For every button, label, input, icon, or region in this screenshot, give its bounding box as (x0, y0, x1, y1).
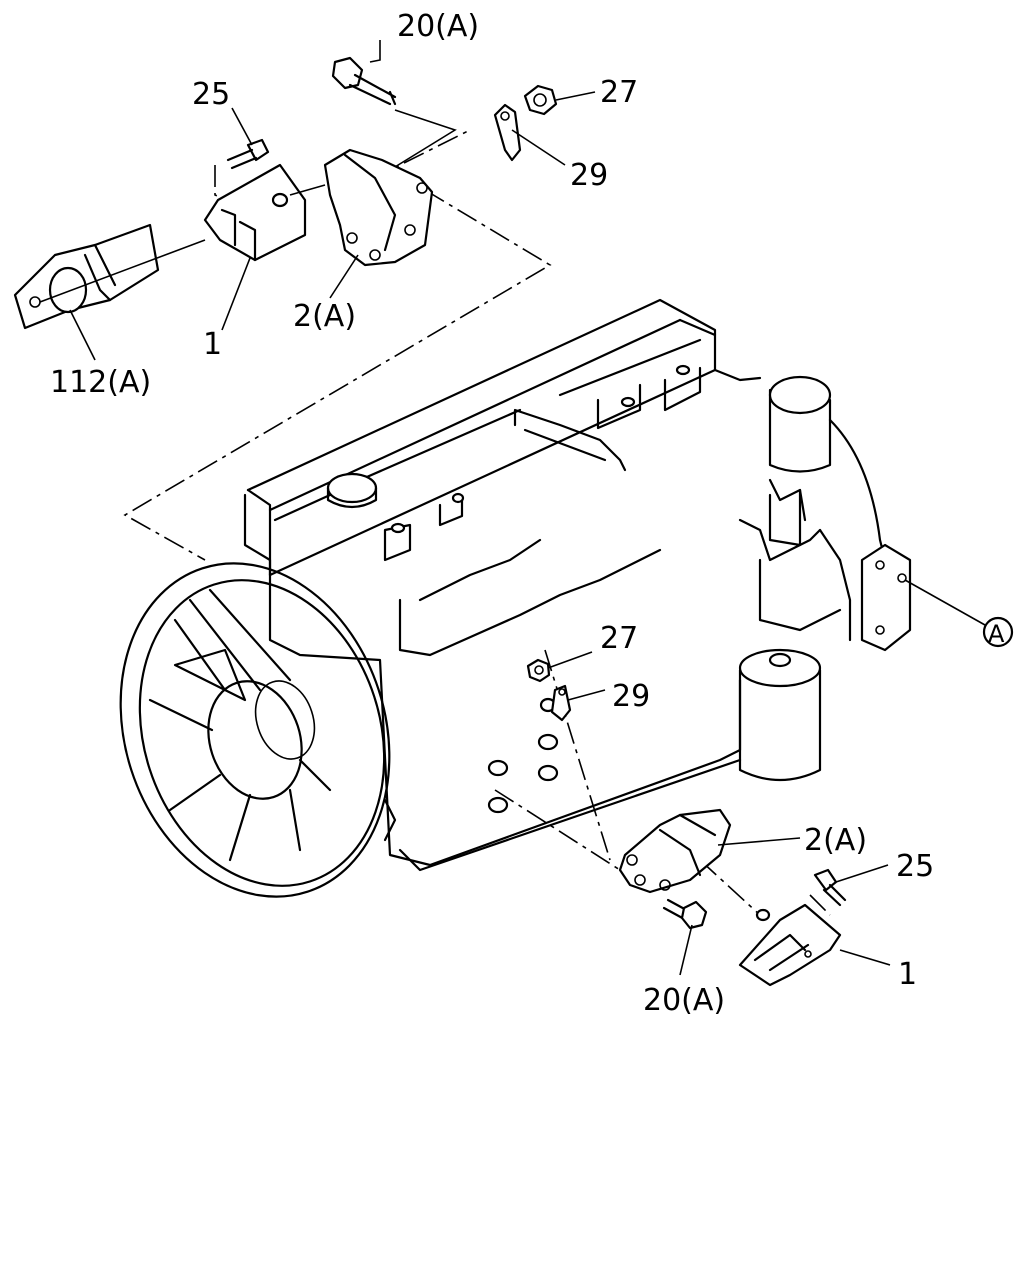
callout-strap-29-mid: 29 (612, 679, 650, 714)
mount-1-bottom (738, 903, 842, 987)
callout-ref-a: A (988, 620, 1005, 648)
bolt-20a-bottom (662, 898, 708, 930)
assembly-guide-lines (123, 109, 831, 916)
leader-mount (289, 184, 326, 196)
bolt-25-bottom (813, 868, 847, 907)
callout-bracket-2a-top: 2(A) (293, 299, 356, 334)
callout-bolt-25-bottom: 25 (896, 849, 934, 884)
mount-1-top (203, 163, 307, 262)
strap-29-mid (550, 684, 572, 722)
plate-112a (13, 223, 160, 330)
bracket-2a-top (323, 148, 434, 267)
nut-27-top (523, 84, 558, 116)
callout-bolt-20a-top: 20(A) (397, 9, 479, 44)
nut-27-mid (526, 658, 551, 683)
bracket-2a-bottom (618, 808, 732, 894)
engine-assembly (243, 298, 912, 872)
bolt-25-top (226, 138, 270, 170)
callout-mount-1-bottom: 1 (898, 957, 917, 992)
bolt-20a-top (331, 56, 397, 106)
callout-plate-112a: 112(A) (50, 365, 151, 400)
callout-nut-27-top: 27 (600, 75, 638, 110)
cooling-fan (119, 562, 397, 898)
callout-bolt-20a-bottom: 20(A) (643, 983, 725, 1018)
leader-plate (39, 239, 206, 303)
callout-bolt-25-top: 25 (192, 77, 230, 112)
leader-lines (69, 40, 986, 976)
callout-nut-27-mid: 27 (600, 621, 638, 656)
strap-29-top (493, 103, 522, 162)
callout-strap-29-top: 29 (570, 158, 608, 193)
callout-mount-1-top: 1 (203, 327, 222, 362)
reference-circle (982, 616, 1014, 648)
callout-bracket-2a-bottom: 2(A) (804, 823, 867, 858)
